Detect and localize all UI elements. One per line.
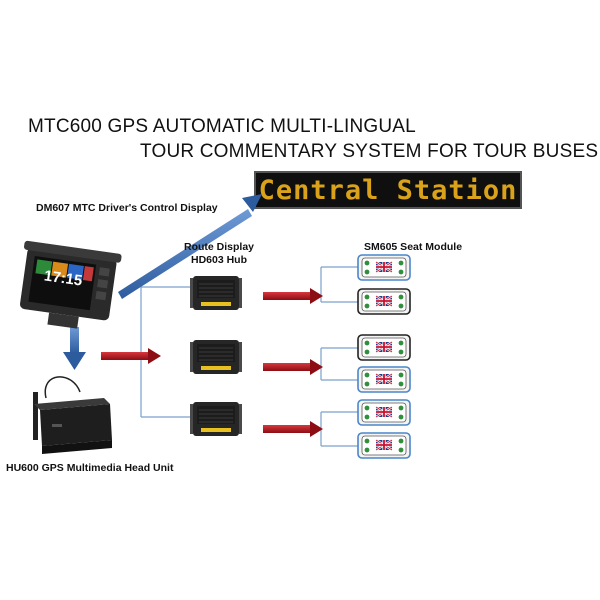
seat-button [398, 294, 404, 300]
seat-module [357, 288, 411, 315]
label-route-display-line1: Route Display [183, 241, 254, 253]
connector-lines [140, 266, 358, 447]
driver-control-display [20, 240, 122, 329]
uk-flag-icon [374, 405, 394, 419]
uk-flag-icon [374, 340, 394, 354]
seat-module [357, 399, 411, 426]
seat-button [364, 438, 370, 444]
connector-seats-2 [320, 347, 358, 381]
seat-button [364, 260, 370, 266]
seat-button [398, 447, 404, 453]
seat-button [398, 372, 404, 378]
title-line-2: TOUR COMMENTARY SYSTEM FOR TOUR BUSES [140, 141, 599, 162]
seat-module [357, 432, 411, 459]
hd603-hub-2 [189, 339, 243, 375]
seat-button [364, 303, 370, 309]
seat-button [398, 303, 404, 309]
label-route-display: Route Display HD603 Hub [164, 241, 274, 267]
seat-button [364, 294, 370, 300]
connector-seats-3 [320, 411, 358, 447]
uk-flag-icon [374, 372, 394, 386]
arrow-hub3-to-seats [263, 421, 323, 437]
uk-flag-icon [374, 294, 394, 308]
seat-button [364, 340, 370, 346]
uk-flag-icon [374, 260, 394, 274]
seat-button [364, 381, 370, 387]
seat-button [364, 405, 370, 411]
label-head-unit: HU600 GPS Multimedia Head Unit [6, 462, 174, 474]
seat-button [398, 381, 404, 387]
seat-button [398, 438, 404, 444]
hu600-head-unit [33, 376, 112, 454]
label-seat-module: SM605 Seat Module [364, 241, 463, 253]
connector-seats-1 [320, 266, 358, 303]
hd603-hub-1 [189, 275, 243, 311]
seat-button [364, 414, 370, 420]
led-sign-text: Central Station [258, 175, 518, 206]
arrow-headunit-to-hubs [101, 348, 161, 364]
seat-button [364, 349, 370, 355]
seat-button [364, 372, 370, 378]
label-route-display-line2: HD603 Hub [190, 254, 247, 266]
arrow-hub1-to-seats [263, 288, 323, 304]
seat-button [398, 269, 404, 275]
arrow-driver-to-headunit [63, 327, 86, 370]
seat-button [364, 447, 370, 453]
seat-module [357, 254, 411, 281]
seat-button [398, 260, 404, 266]
seat-button [398, 405, 404, 411]
seat-button [364, 269, 370, 275]
seat-button [398, 349, 404, 355]
seat-button [398, 414, 404, 420]
arrow-hub2-to-seats [263, 359, 323, 375]
arrow-driver-to-sign [118, 194, 262, 299]
seat-module [357, 334, 411, 361]
led-destination-sign: Central Station [254, 171, 522, 209]
label-driver-display: DM607 MTC Driver's Control Display [36, 202, 218, 214]
uk-flag-icon [374, 438, 394, 452]
title-line-1: MTC600 GPS AUTOMATIC MULTI-LINGUAL [28, 116, 416, 137]
hd603-hub-3 [189, 401, 243, 437]
seat-button [398, 340, 404, 346]
seat-module [357, 366, 411, 393]
